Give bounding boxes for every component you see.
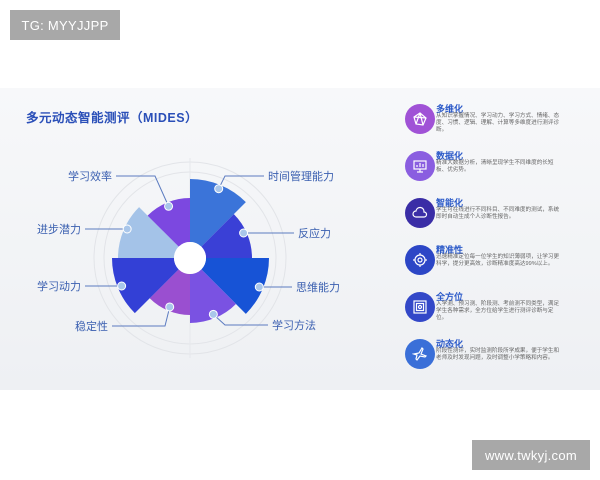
rose-sector	[149, 269, 190, 315]
rose-sector	[201, 258, 269, 314]
center-hole	[174, 242, 206, 274]
label-dot	[214, 184, 224, 194]
rose-sector	[147, 198, 190, 247]
feature-item-multidimensional: 多维化 从知识掌握情况、学习动力、学习方式、情绪、态度、习惯、逻辑、理解、计算等…	[399, 102, 595, 146]
network-icon	[405, 104, 435, 134]
category-label: 时间管理能力	[268, 171, 334, 183]
feature-title: 数据化	[436, 151, 464, 161]
feature-title: 智能化	[436, 198, 464, 208]
label-dot	[117, 281, 127, 291]
slide: 多元动态智能测评（MIDES） 时间管理能力反应力思维能力学习方法 稳定性 学习动力…	[0, 88, 600, 390]
label-dot	[254, 282, 264, 292]
plane-icon	[405, 339, 435, 369]
rose-chart	[85, 158, 294, 358]
rose-sector	[190, 179, 246, 247]
feature-desc: 阶段性测评，实时监测阶段所学成果，便于学生和老师及时发现问题，及时调整小学策略和…	[436, 348, 560, 361]
feature-desc: 入学测、预习测、阶段测、考前测不同类型，满足学生各种需求，全方位给学生进行测评诊…	[436, 301, 560, 321]
category-label: 学习动力	[37, 281, 81, 293]
feature-desc: 精准大数据分析，清晰呈现学生不同维度的长短板、优劣势。	[436, 160, 554, 173]
category-label: 学习方法	[272, 320, 316, 332]
watermark-bottom-right: www.twkyj.com	[472, 440, 590, 470]
feature-title: 精准性	[436, 245, 464, 255]
rose-sector	[201, 214, 252, 258]
feature-desc: 迅速精准定位每一位学生的知识薄弱项，让学习更科学，提分更高效，诊断精准度高达99…	[436, 254, 560, 267]
leader-line	[116, 175, 170, 207]
leader-line	[112, 306, 171, 327]
feature-item-intelligent: 智能化 学生可在线进行不同科目、不同难度的测试，系统即时自动生成个人诊断性报告。	[399, 196, 595, 240]
monitor-chart-icon	[405, 151, 435, 181]
cloud-icon	[405, 198, 435, 228]
category-label: 稳定性	[75, 321, 108, 333]
feature-title: 全方位	[436, 292, 464, 302]
feature-desc: 学生可在线进行不同科目、不同难度的测试，系统即时自动生成个人诊断性报告。	[436, 207, 560, 220]
feature-item-precise: 精准性 迅速精准定位每一位学生的知识薄弱项，让学习更科学，提分更高效，诊断精准度…	[399, 243, 595, 287]
watermark-top-left: TG: MYYJJPP	[10, 10, 120, 40]
category-label: 思维能力	[296, 282, 340, 294]
rose-sector	[112, 258, 179, 314]
safe-icon	[405, 292, 435, 322]
leader-line	[218, 175, 264, 189]
page-title: 多元动态智能测评（MIDES）	[26, 111, 199, 125]
label-dot	[239, 228, 249, 238]
target-icon	[405, 245, 435, 275]
feature-item-data: 数据化 精准大数据分析，清晰呈现学生不同维度的长短板、优劣势。	[399, 149, 595, 193]
category-label: 反应力	[298, 228, 331, 240]
feature-item-dynamic: 动态化 阶段性测评，实时监测阶段所学成果，便于学生和老师及时发现问题，及时调整小…	[399, 337, 595, 381]
label-dot	[165, 302, 175, 312]
label-dot	[122, 224, 132, 234]
feature-title: 多维化	[436, 104, 464, 114]
label-dot	[208, 309, 218, 319]
feature-desc: 从知识掌握情况、学习动力、学习方式、情绪、态度、习惯、逻辑、理解、计算等多维度进…	[436, 113, 560, 133]
rose-sector	[190, 269, 236, 323]
rose-sector	[118, 207, 179, 258]
category-label: 进步潜力	[37, 224, 81, 236]
feature-item-comprehensive: 全方位 入学测、预习测、阶段测、考前测不同类型，满足学生各种需求，全方位给学生进…	[399, 290, 595, 334]
category-label: 学习效率	[68, 171, 112, 183]
leader-line	[213, 313, 268, 326]
feature-title: 动态化	[436, 339, 464, 349]
label-dot	[164, 201, 174, 211]
